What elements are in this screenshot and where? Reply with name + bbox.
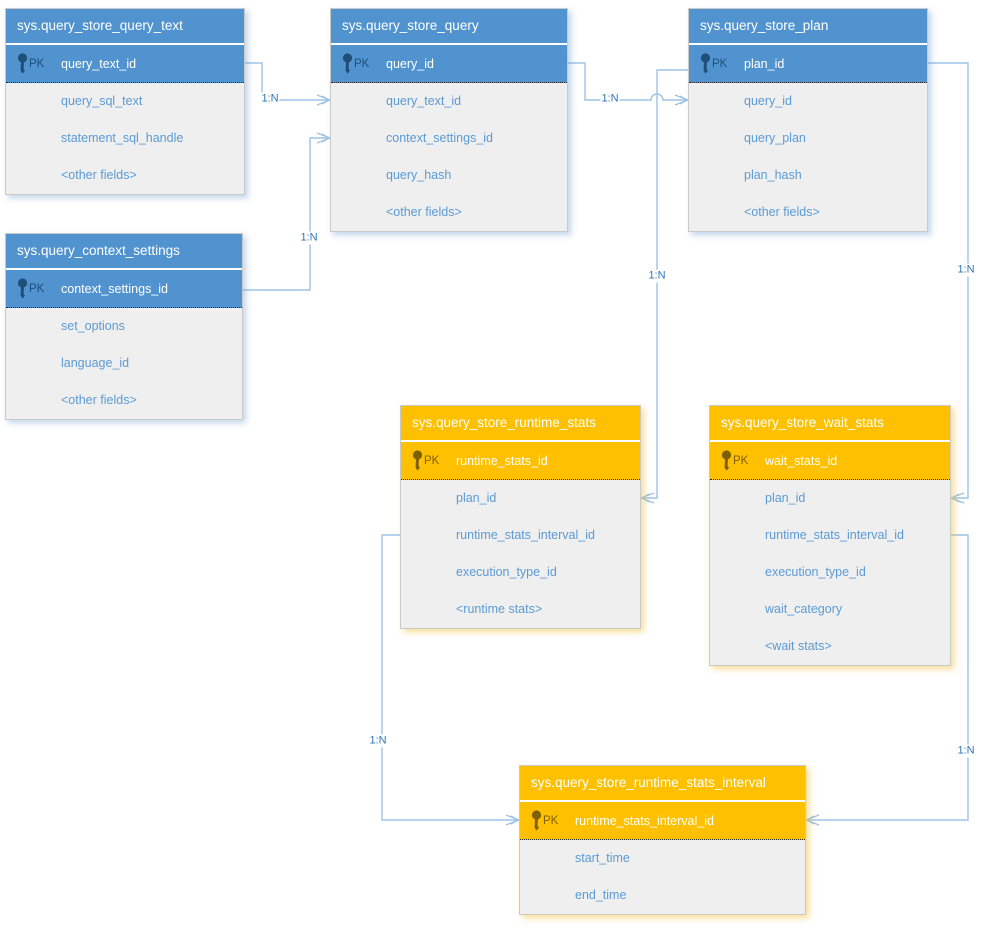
primary-key-row: PK context_settings_id bbox=[6, 270, 242, 308]
field-row: statement_sql_handle bbox=[61, 131, 184, 145]
pk-badge: PK bbox=[712, 57, 728, 70]
relationship-label: 1:N bbox=[956, 263, 976, 277]
key-icon bbox=[720, 449, 733, 472]
field-row: query_plan bbox=[744, 131, 806, 145]
field-row: <other fields> bbox=[744, 205, 820, 219]
key-icon bbox=[16, 52, 29, 75]
field-row: <runtime stats> bbox=[456, 602, 543, 616]
field-row: <other fields> bbox=[61, 168, 137, 182]
table-title: sys.query_store_wait_stats bbox=[710, 406, 950, 442]
connector-querytext-to-query bbox=[245, 62, 332, 106]
pk-badge: PK bbox=[733, 454, 749, 467]
pk-field-name: wait_stats_id bbox=[765, 453, 838, 468]
connector-contextsettings-to-query bbox=[243, 132, 332, 291]
pk-field-name: runtime_stats_id bbox=[456, 453, 548, 468]
field-row: start_time bbox=[575, 851, 630, 865]
field-row: execution_type_id bbox=[456, 565, 557, 579]
field-row: query_text_id bbox=[386, 94, 462, 108]
table-query-store-wait-stats: sys.query_store_wait_stats PK wait_stats… bbox=[709, 405, 951, 666]
pk-badge: PK bbox=[29, 57, 45, 70]
table-query-store-query: sys.query_store_query PK query_id query_… bbox=[330, 8, 568, 232]
table-title: sys.query_store_runtime_stats_interval bbox=[520, 766, 805, 802]
relationship-label: 1:N bbox=[368, 734, 388, 748]
table-fields: query_text_id context_settings_id query_… bbox=[331, 83, 567, 231]
field-row: <wait stats> bbox=[765, 639, 832, 653]
table-title: sys.query_store_query_text bbox=[6, 9, 244, 45]
field-row: <other fields> bbox=[61, 393, 137, 407]
table-title: sys.query_store_plan bbox=[689, 9, 927, 45]
field-row: execution_type_id bbox=[765, 565, 866, 579]
key-icon bbox=[411, 449, 424, 472]
pk-field-name: plan_id bbox=[744, 56, 785, 71]
pk-field-name: query_id bbox=[386, 56, 434, 71]
field-row: set_options bbox=[61, 319, 125, 333]
table-fields: plan_id runtime_stats_interval_id execut… bbox=[401, 480, 640, 628]
table-query-store-runtime-stats-interval: sys.query_store_runtime_stats_interval P… bbox=[519, 765, 806, 915]
field-row: context_settings_id bbox=[386, 131, 494, 145]
field-row: runtime_stats_interval_id bbox=[456, 528, 595, 542]
field-row: wait_category bbox=[765, 602, 843, 616]
field-row: plan_hash bbox=[744, 168, 802, 182]
relationship-label: 1:N bbox=[260, 92, 280, 106]
pk-field-name: runtime_stats_interval_id bbox=[575, 813, 714, 828]
table-query-store-plan: sys.query_store_plan PK plan_id query_id… bbox=[688, 8, 928, 232]
primary-key-row: PK query_text_id bbox=[6, 45, 244, 83]
table-query-store-runtime-stats: sys.query_store_runtime_stats PK runtime… bbox=[400, 405, 641, 629]
field-row: runtime_stats_interval_id bbox=[765, 528, 904, 542]
field-row: query_hash bbox=[386, 168, 452, 182]
relationship-label: 1:N bbox=[647, 269, 667, 283]
field-row: query_sql_text bbox=[61, 94, 143, 108]
field-row: plan_id bbox=[765, 491, 806, 505]
table-fields: set_options language_id <other fields> bbox=[6, 308, 242, 419]
pk-badge: PK bbox=[424, 454, 440, 467]
pk-badge: PK bbox=[543, 814, 559, 827]
table-title: sys.query_context_settings bbox=[6, 234, 242, 270]
field-row: language_id bbox=[61, 356, 130, 370]
relationship-label: 1:N bbox=[956, 744, 976, 758]
primary-key-row: PK plan_id bbox=[689, 45, 927, 83]
table-title: sys.query_store_query bbox=[331, 9, 567, 45]
key-icon bbox=[699, 52, 712, 75]
pk-badge: PK bbox=[29, 282, 45, 295]
pk-field-name: context_settings_id bbox=[61, 281, 169, 296]
relationship-label: 1:N bbox=[299, 231, 319, 245]
primary-key-row: PK runtime_stats_id bbox=[401, 442, 640, 480]
primary-key-row: PK wait_stats_id bbox=[710, 442, 950, 480]
primary-key-row: PK query_id bbox=[331, 45, 567, 83]
pk-field-name: query_text_id bbox=[61, 56, 137, 71]
table-title: sys.query_store_runtime_stats bbox=[401, 406, 640, 442]
primary-key-row: PK runtime_stats_interval_id bbox=[520, 802, 805, 840]
table-fields: start_time end_time bbox=[520, 840, 805, 914]
table-fields: plan_id runtime_stats_interval_id execut… bbox=[710, 480, 950, 665]
key-icon bbox=[530, 809, 543, 832]
key-icon bbox=[16, 277, 29, 300]
table-query-context-settings: sys.query_context_settings PK context_se… bbox=[5, 233, 243, 420]
field-row: query_id bbox=[744, 94, 792, 108]
connector-plan-to-runtimestats bbox=[639, 69, 688, 504]
field-row: end_time bbox=[575, 888, 627, 902]
table-fields: query_id query_plan plan_hash <other fie… bbox=[689, 83, 927, 231]
key-icon bbox=[341, 52, 354, 75]
relationship-label: 1:N bbox=[600, 92, 620, 106]
table-fields: query_sql_text statement_sql_handle <oth… bbox=[6, 83, 244, 194]
field-row: plan_id bbox=[456, 491, 497, 505]
pk-badge: PK bbox=[354, 57, 370, 70]
field-row: <other fields> bbox=[386, 205, 462, 219]
connector-query-to-plan bbox=[568, 62, 690, 106]
table-query-store-query-text: sys.query_store_query_text PK query_text… bbox=[5, 8, 245, 195]
